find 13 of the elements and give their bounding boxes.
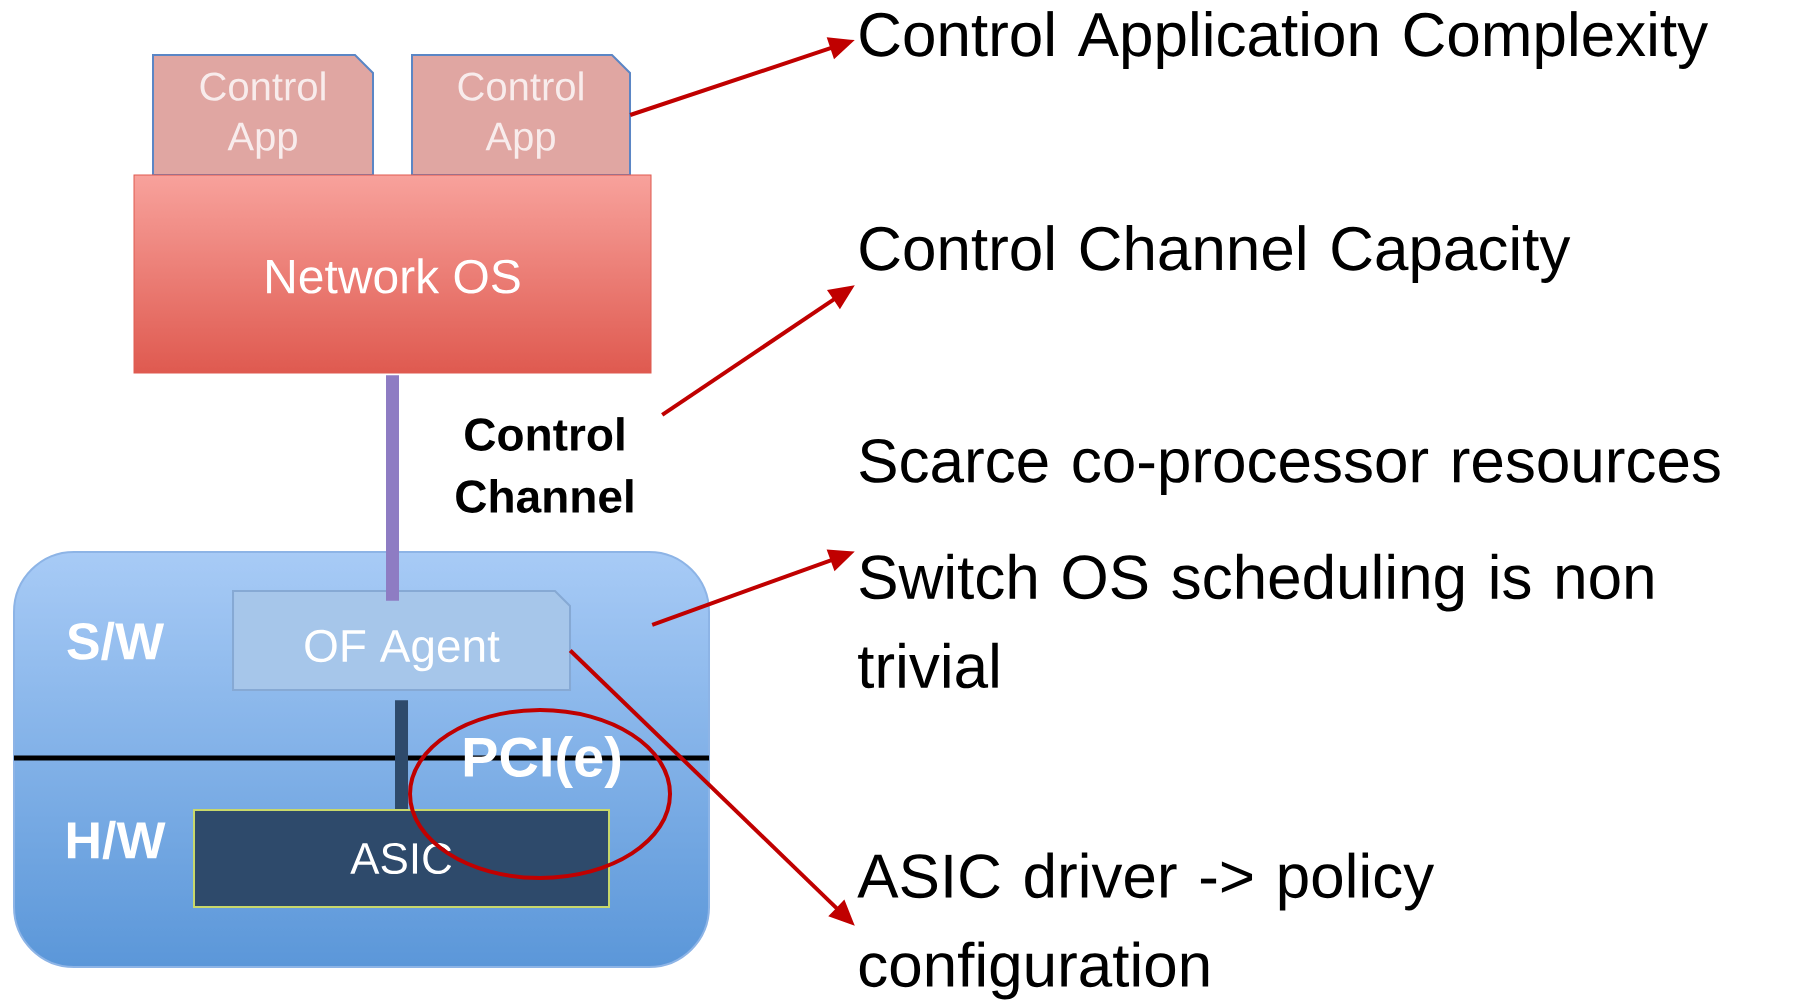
network-os-box: Network OS xyxy=(133,174,652,374)
app-box: Control App xyxy=(152,54,374,176)
agent-box: OF Agent xyxy=(232,590,571,691)
connector-line xyxy=(386,375,399,601)
asic-box: ASIC xyxy=(193,809,610,908)
annotation-text: Control Channel Capacity xyxy=(860,225,1571,283)
connector-line xyxy=(395,700,408,809)
annotation-text: Scarce co-processor resources xyxy=(860,438,1720,496)
bold-label: Control Channel xyxy=(456,417,633,513)
annotation-text: ASIC driver -> policy configuration xyxy=(857,852,1435,1000)
annotation-text: Switch OS scheduling is non trivial xyxy=(858,553,1653,689)
annotation-text: Control Application Complexity xyxy=(860,11,1709,69)
app-box: Control App xyxy=(411,54,631,176)
